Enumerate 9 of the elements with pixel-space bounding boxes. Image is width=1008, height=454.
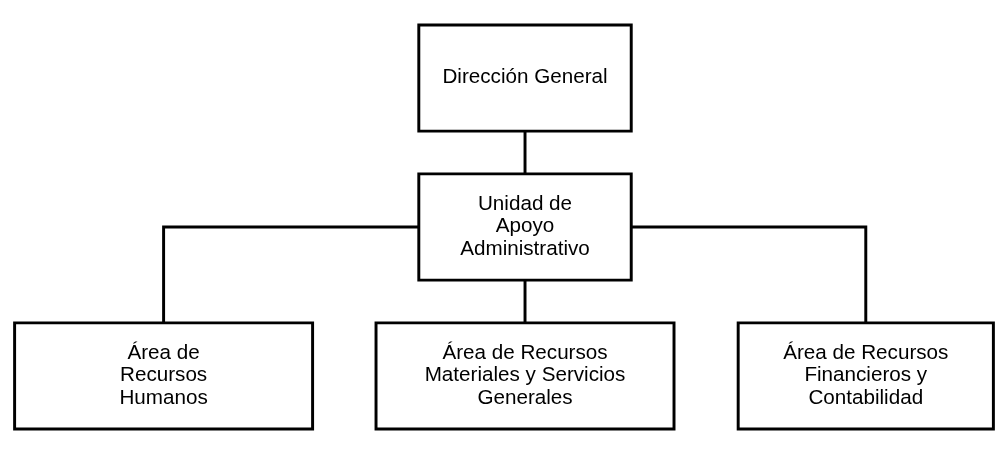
connector [162,225,419,323]
connector [523,131,527,174]
node-box: Unidad de Apoyo Administrativo [417,172,633,282]
connector [523,280,527,323]
node-box: Dirección General [417,23,633,133]
node-box: Área de Recursos Humanos [13,321,315,431]
connector [631,225,868,323]
node-box: Área de Recursos Financieros y Contabilidad [736,321,995,431]
node-box: Área de Recursos Materiales y Servicios Generales [374,321,676,431]
